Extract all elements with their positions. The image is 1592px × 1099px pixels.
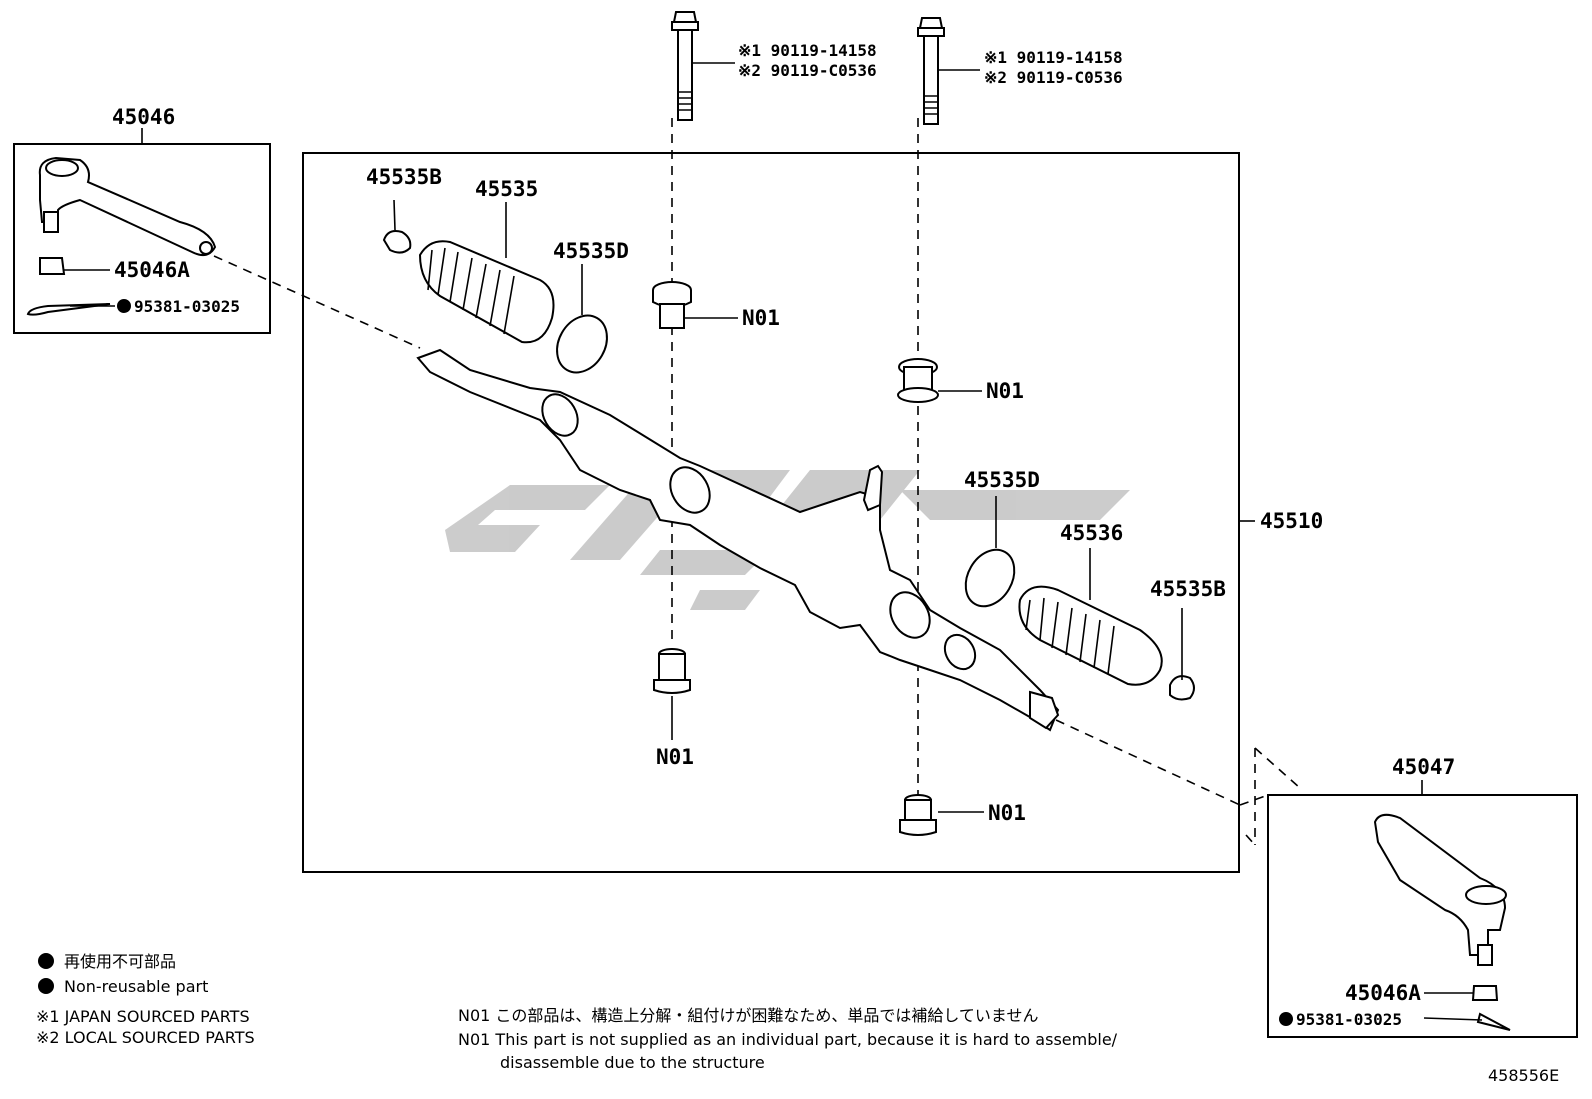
legend-nonreusable-en: Non-reusable part <box>64 977 208 996</box>
footnote-en2: disassemble due to the structure <box>500 1053 765 1072</box>
legend-note1: ※1 JAPAN SOURCED PARTS <box>36 1007 250 1026</box>
right-clamp-b <box>1169 608 1195 701</box>
steering-rack <box>416 348 1060 732</box>
bolt-right <box>917 17 980 125</box>
label-pin-left: 95381-03025 <box>134 297 240 316</box>
bolt-right-line1: ※1 90119-14158 <box>984 48 1123 67</box>
rack-assembly-box <box>302 152 1240 873</box>
footnote-en1: N01 This part is not supplied as an indi… <box>458 1030 1118 1049</box>
right-tie-rod-box <box>1267 794 1578 1038</box>
label-clamp-b-right: 45535B <box>1150 577 1226 601</box>
label-bushing-2: N01 <box>986 379 1024 403</box>
diagram-id: 458556E <box>1488 1066 1559 1085</box>
label-bushing-1: N01 <box>742 306 780 330</box>
right-clip-d <box>964 496 1016 608</box>
left-clip-d <box>556 264 608 374</box>
label-bushing-4: N01 <box>988 801 1026 825</box>
label-clip-d-left: 45535D <box>553 239 629 263</box>
legend-nonreusable-jp: 再使用不可部品 <box>64 952 176 971</box>
bushing-1 <box>652 281 738 329</box>
bolt-left <box>671 11 735 121</box>
label-clip-d-right: 45535D <box>964 468 1040 492</box>
label-pin-right: 95381-03025 <box>1296 1010 1402 1029</box>
bushing-4 <box>899 794 984 836</box>
bolt-right-line2: ※2 90119-C0536 <box>984 68 1123 87</box>
right-cotter-pin <box>1423 1012 1511 1031</box>
label-nut-right: 45046A <box>1345 981 1421 1005</box>
right-castle-nut <box>1424 985 1499 1001</box>
left-castle-nut <box>39 257 110 275</box>
left-cotter-pin <box>26 299 131 316</box>
label-bushing-3: N01 <box>656 745 694 769</box>
bushing-2 <box>897 358 982 403</box>
left-boot <box>418 202 555 344</box>
right-boot <box>1018 548 1163 686</box>
label-clamp-b-left: 45535B <box>366 165 442 189</box>
legend-note2: ※2 LOCAL SOURCED PARTS <box>36 1028 255 1047</box>
bolt-left-line1: ※1 90119-14158 <box>738 41 877 60</box>
footnote-jp: N01 この部品は、構造上分解・組付けが困難なため、単品では補給していません <box>458 1006 1038 1025</box>
left-clamp-b <box>382 199 412 254</box>
label-tie-rod-right: 45047 <box>1392 755 1455 779</box>
label-boot-left: 45535 <box>475 177 538 201</box>
bolt-left-line2: ※2 90119-C0536 <box>738 61 877 80</box>
right-tie-rod-end <box>1373 813 1507 966</box>
left-tie-rod-end <box>38 156 217 257</box>
label-nut-left: 45046A <box>114 258 190 282</box>
label-rack-assy: 45510 <box>1260 509 1323 533</box>
bushing-3 <box>653 648 691 740</box>
label-boot-right: 45536 <box>1060 521 1123 545</box>
label-tie-rod-left: 45046 <box>112 105 175 129</box>
